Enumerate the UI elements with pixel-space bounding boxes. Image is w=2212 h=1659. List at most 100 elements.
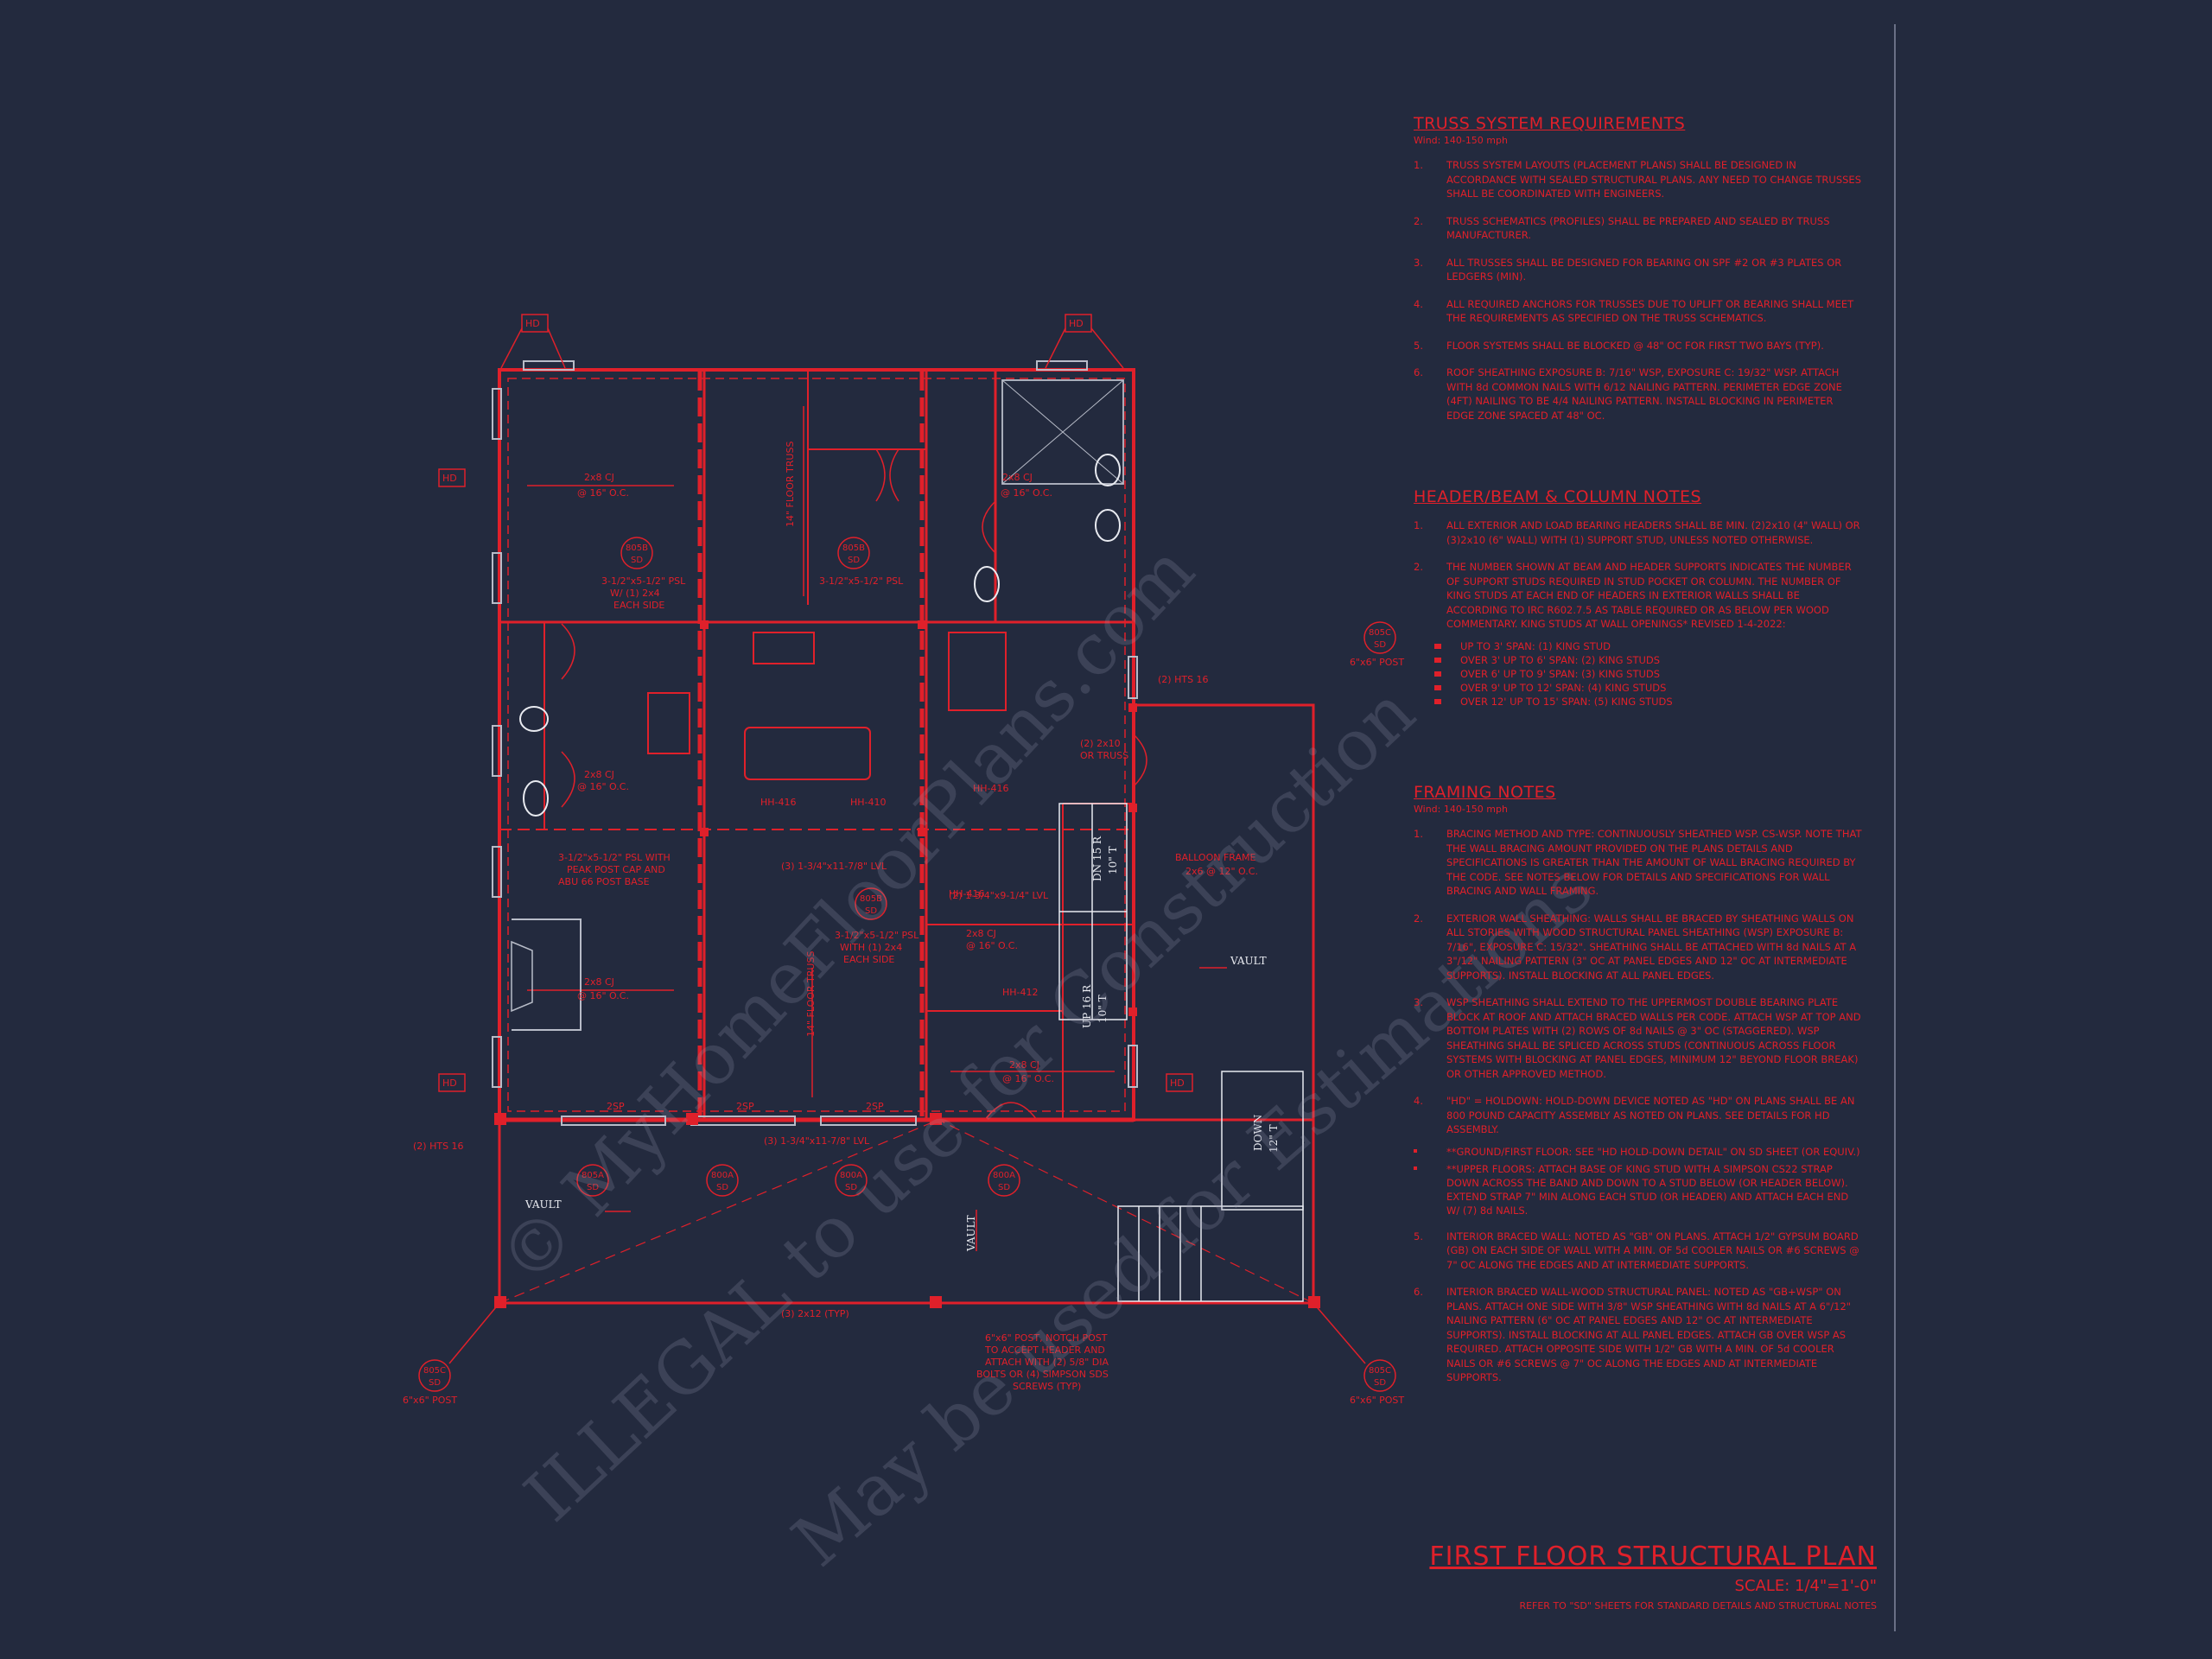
bullet-item: OVER 6' UP TO 9' SPAN: (3) KING STUDS [1434,667,1863,681]
stair-label: DN 15 R [1091,836,1103,881]
detail-sheet: SD [865,906,877,916]
note-item: 3.WSP SHEATHING SHALL EXTEND TO THE UPPE… [1414,996,1861,1080]
psl-label: WITH (1) 2x4 [840,942,902,953]
psl-label: EACH SIDE [613,600,664,611]
psl-post-note: 3-1/2"x5-1/2" PSL WITH [558,852,671,863]
detail-sheet: SD [716,1183,728,1192]
porch-beam-label: (3) 2x12 (TYP) [781,1308,849,1319]
hts-label: (2) HTS 16 [1158,674,1209,685]
post-note: SCREWS (TYP) [1013,1381,1081,1392]
side-porch [1132,703,1315,1122]
detail-sheet: SD [631,556,643,565]
beam-span-label: (3) 1-3/4"x11-7/8" LVL [781,861,887,872]
joist-label: 2x8 CJ [1002,472,1033,483]
psl-label: W/ (1) 2x4 [610,588,660,599]
hanger-label: HH-410 [850,797,887,808]
post-note: BOLTS OR (4) SIMPSON SDS [976,1369,1109,1380]
hanger-label: HH-416 [760,797,797,808]
note-item: 1.TRUSS SYSTEM LAYOUTS (PLACEMENT PLANS)… [1414,159,1861,200]
floor-truss-label: 14" FLOOR TRUSS [785,442,796,527]
bullet-item: OVER 9' UP TO 12' SPAN: (4) KING STUDS [1434,681,1863,695]
dim-label: 2SP [607,1101,625,1112]
holdown-bullets: **GROUND/FIRST FLOOR: SEE "HD HOLD-DOWN … [1414,1145,1863,1217]
lvl-label: (2) 1-3/4"x9-1/4" LVL [949,890,1049,901]
dim-label: 2SP [736,1101,754,1112]
detail-sheet: SD [848,556,860,565]
bullet-item: **GROUND/FIRST FLOOR: SEE "HD HOLD-DOWN … [1414,1145,1863,1159]
vault-label: VAULT [965,1215,977,1252]
sheet-scale: SCALE: 1/4"=1'-0" [1734,1577,1877,1595]
header-note: OR TRUSS [1080,750,1128,761]
psl-label: 3-1/2"x5-1/2" PSL [819,575,904,587]
post-label: 6"x6" POST [403,1395,457,1406]
joist-label: 2x8 CJ [966,928,996,939]
psl-label: 3-1/2"x5-1/2" PSL [835,930,919,941]
note-item: 2.TRUSS SCHEMATICS (PROFILES) SHALL BE P… [1414,214,1830,242]
detail-sheet: SD [998,1183,1010,1192]
bullet-item: OVER 3' UP TO 6' SPAN: (2) KING STUDS [1434,653,1863,667]
title-block: FIRST FLOOR STRUCTURAL PLAN SCALE: 1/4"=… [1429,1541,1877,1611]
note-item: 5.FLOOR SYSTEMS SHALL BE BLOCKED @ 48" O… [1414,339,1824,352]
detail-number: 805B [626,543,648,553]
note-item: 1.ALL EXTERIOR AND LOAD BEARING HEADERS … [1414,519,1860,546]
post-note: 6"x6" POST, NOTCH POST [985,1332,1108,1344]
hts-label: (2) HTS 16 [413,1141,464,1152]
detail-number: 805C [423,1366,446,1376]
header-notes-list: 1.ALL EXTERIOR AND LOAD BEARING HEADERS … [1414,518,1863,632]
post-note: ATTACH WITH (2) 5/8" DIA [985,1357,1109,1368]
joist-spacing: @ 16" O.C. [966,940,1018,951]
note-item: 1.BRACING METHOD AND TYPE: CONTINUOUSLY … [1414,828,1862,897]
balloon-frame-note: BALLOON FRAME [1175,852,1256,863]
hd-tag: HD [1170,1077,1185,1089]
detail-number: 800A [993,1171,1015,1180]
header-notes-title: HEADER/BEAM & COLUMN NOTES [1414,487,1702,506]
framing-notes-list-2: 5.INTERIOR BRACED WALL: NOTED AS "GB" ON… [1414,1230,1863,1385]
note-item: 2.THE NUMBER SHOWN AT BEAM AND HEADER SU… [1414,561,1852,630]
detail-sheet: SD [1374,1378,1386,1388]
hd-tag: HD [1069,318,1084,329]
detail-number: 805C [1369,628,1391,638]
psl-label: 3-1/2"x5-1/2" PSL [601,575,686,587]
joist-spacing: @ 16" O.C. [577,990,629,1001]
hanger-label: HH-416 [973,783,1009,794]
detail-number: 800A [711,1171,734,1180]
post-note: TO ACCEPT HEADER AND [984,1344,1105,1356]
porch-lvl-label: (3) 1-3/4"x11-7/8" LVL [764,1135,870,1147]
joist-label: 2x8 CJ [584,976,614,988]
bullet-item: **UPPER FLOORS: ATTACH BASE OF KING STUD… [1414,1162,1863,1217]
joist-spacing: @ 16" O.C. [577,487,629,499]
stair-label: 10" T [1107,846,1119,874]
stair-label: UP 16 R [1081,984,1093,1028]
hd-tag: HD [525,318,540,329]
psl-post-note: PEAK POST CAP AND [567,864,665,875]
vault-label: VAULT [1230,955,1267,967]
note-item: 4.ALL REQUIRED ANCHORS FOR TRUSSES DUE T… [1414,297,1854,325]
joist-spacing: @ 16" O.C. [1002,1073,1054,1084]
header-note: (2) 2x10 [1080,738,1121,749]
vault-label: VAULT [524,1198,562,1211]
note-item: 6.ROOF SHEATHING EXPOSURE B: 7/16" WSP, … [1414,366,1842,422]
sheet-title: FIRST FLOOR STRUCTURAL PLAN [1429,1541,1877,1572]
joist-label: 2x8 CJ [584,769,614,780]
detail-number: 800A [840,1171,862,1180]
detail-number: 805B [860,894,882,904]
hd-tag: HD [442,1077,457,1089]
stair-label: DOWN [1252,1115,1264,1151]
dim-label: 2SP [866,1101,884,1112]
detail-sheet: SD [845,1183,857,1192]
joist-spacing: @ 16" O.C. [1001,487,1052,499]
note-item: 5.INTERIOR BRACED WALL: NOTED AS "GB" ON… [1414,1230,1859,1271]
joist-label: 2x8 CJ [1009,1059,1039,1071]
framing-notes: FRAMING NOTES Wind: 140-150 mph 1.BRACIN… [1414,783,1863,1398]
sheet-reference: REFER TO "SD" SHEETS FOR STANDARD DETAIL… [1519,1600,1877,1611]
note-item: 4."HD" = HOLDOWN: HOLD-DOWN DEVICE NOTED… [1414,1095,1855,1135]
post-label: 6"x6" POST [1350,657,1404,668]
framing-notes-subtitle: Wind: 140-150 mph [1414,804,1508,815]
psl-label: EACH SIDE [843,954,894,965]
balloon-frame-note: 2x6 @ 12" O.C. [1185,866,1258,877]
truss-notes-title: TRUSS SYSTEM REQUIREMENTS [1414,114,1686,133]
stair-label: 10" T [1096,995,1109,1023]
framing-notes-title: FRAMING NOTES [1414,783,1556,802]
truss-notes: TRUSS SYSTEM REQUIREMENTS Wind: 140-150 … [1414,114,1863,435]
